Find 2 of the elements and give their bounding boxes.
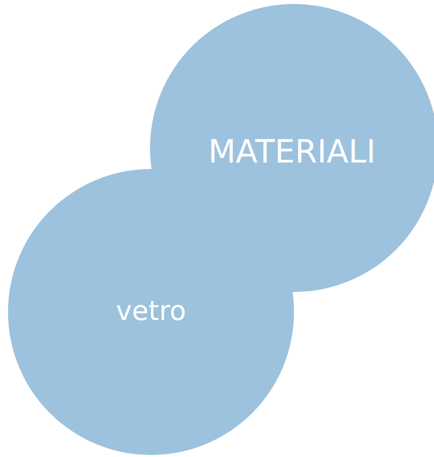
- circle-label: MATERIALI: [208, 134, 376, 170]
- circle-label: vetro: [116, 297, 186, 327]
